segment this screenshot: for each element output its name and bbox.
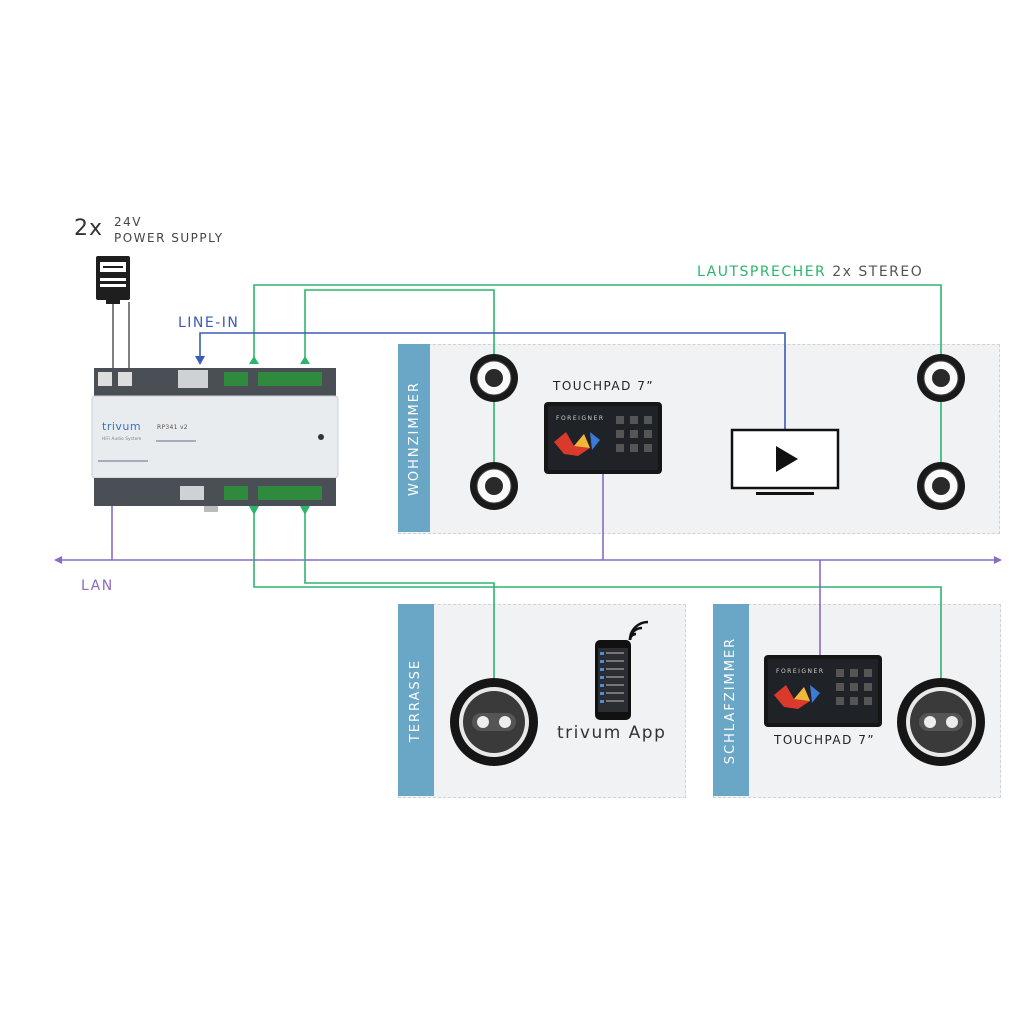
touchpad-wohnzimmer bbox=[544, 402, 662, 474]
lan-wiring bbox=[54, 474, 1002, 660]
speaker-arrow-1 bbox=[249, 356, 259, 364]
speaker-arrow-2 bbox=[300, 356, 310, 364]
speaker-wohnzimmer-2 bbox=[470, 462, 518, 510]
zone-terrasse-tab: TERRASSE bbox=[398, 604, 434, 796]
smartphone-icon bbox=[595, 640, 631, 720]
video-play-icon bbox=[730, 428, 840, 495]
speaker-wiring bbox=[249, 284, 942, 695]
power-voltage: 24V bbox=[114, 215, 142, 229]
speaker-wohnzimmer-4 bbox=[917, 462, 965, 510]
speakers-header-a: LAUTSPRECHER bbox=[697, 264, 827, 280]
wifi-icon bbox=[628, 620, 649, 641]
zone-schlafzimmer-tab: SCHLAFZIMMER bbox=[713, 604, 749, 796]
power-supply-icon bbox=[96, 256, 130, 304]
speaker-wire-bottom-outer bbox=[253, 512, 942, 695]
speaker-arrow-3 bbox=[249, 506, 259, 515]
touchpad-wohnzimmer-screen-title: FOREIGNER bbox=[556, 415, 605, 422]
touchpad-schlafzimmer-screen-title: FOREIGNER bbox=[776, 668, 825, 675]
lan-arrow-left bbox=[54, 556, 62, 564]
speaker-wohnzimmer-3 bbox=[917, 354, 965, 402]
zone-wohnzimmer-tab: WOHNZIMMER bbox=[398, 344, 430, 532]
power-count: 2x bbox=[74, 216, 104, 241]
speaker-terrasse bbox=[450, 678, 538, 766]
trivum-app-label: trivum App bbox=[557, 723, 667, 743]
lan-label: LAN bbox=[81, 578, 114, 594]
device-description: HiFi Audio System bbox=[102, 436, 142, 441]
line-in-wiring bbox=[195, 332, 786, 430]
zone-terrasse bbox=[398, 604, 686, 798]
touchpad-schlafzimmer bbox=[764, 655, 882, 727]
touchpad-schlafzimmer-label: TOUCHPAD 7” bbox=[774, 733, 876, 747]
speakers-header-b: 2x STEREO bbox=[832, 264, 924, 280]
speaker-arrow-4 bbox=[300, 506, 310, 515]
touchpad-wohnzimmer-label: TOUCHPAD 7” bbox=[553, 379, 655, 393]
line-in-label: LINE-IN bbox=[178, 315, 240, 331]
speaker-wire-bottom-inner bbox=[304, 512, 495, 695]
power-label: POWER SUPPLY bbox=[114, 231, 224, 245]
speaker-wohnzimmer-1 bbox=[470, 354, 518, 402]
audio-device-rp341 bbox=[91, 368, 339, 512]
line-in-wire bbox=[199, 332, 786, 430]
device-model: RP341 v2 bbox=[157, 424, 188, 431]
line-in-arrow bbox=[195, 356, 205, 365]
lan-arrow-right bbox=[994, 556, 1002, 564]
speakers-header: LAUTSPRECHER 2x STEREO bbox=[697, 264, 923, 280]
speaker-schlafzimmer bbox=[897, 678, 985, 766]
power-wiring bbox=[112, 302, 130, 368]
device-brand: trivum bbox=[102, 420, 142, 433]
